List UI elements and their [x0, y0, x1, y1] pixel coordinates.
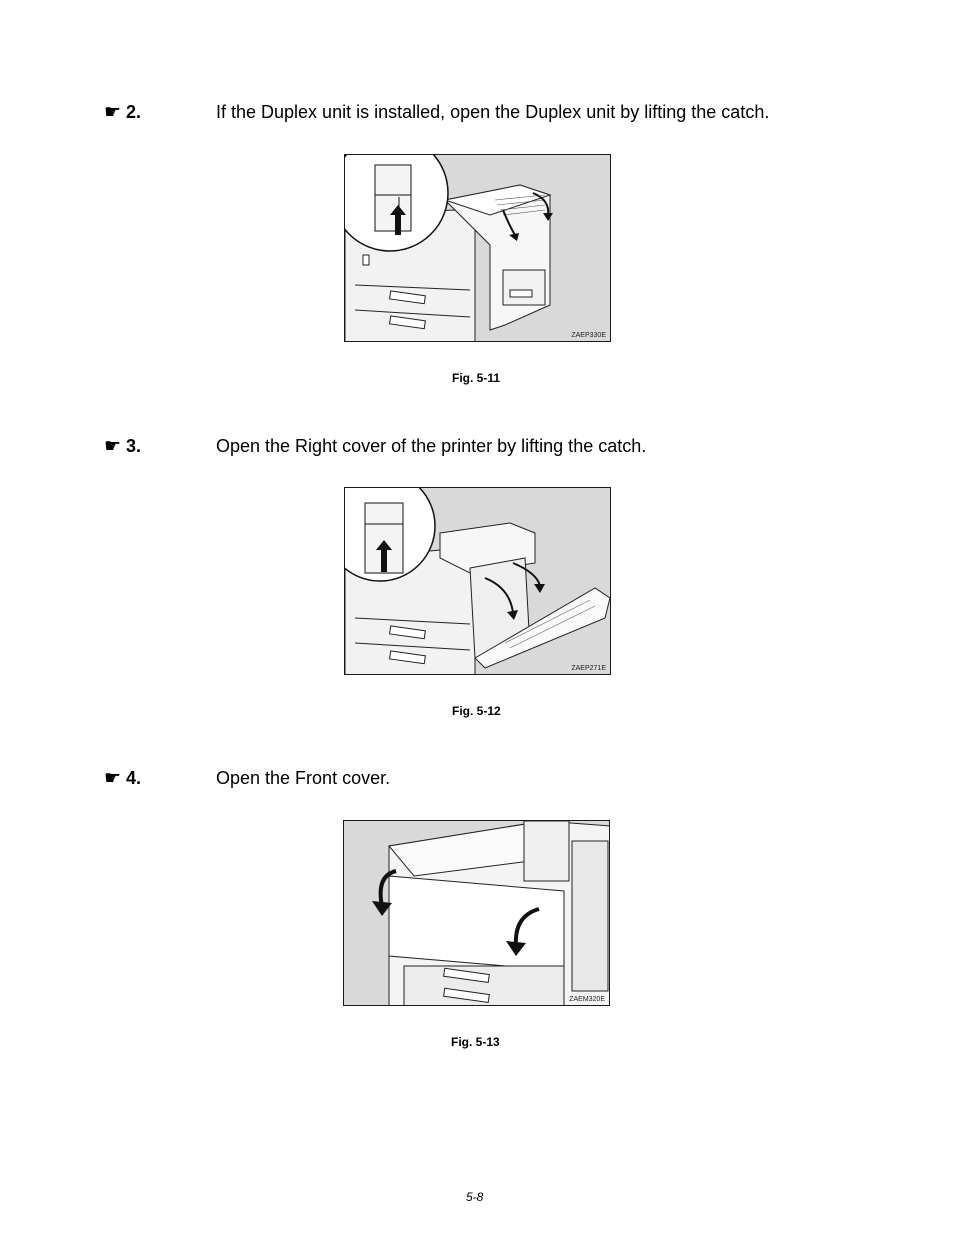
figure-duplex-catch: ZAEP330E [344, 154, 611, 342]
printer-duplex-illustration [345, 155, 553, 341]
step-marker: ☛3. [104, 434, 141, 459]
figure-caption: Fig. 5-13 [451, 1035, 500, 1049]
figure-code: ZAEM320E [569, 996, 605, 1003]
printer-right-cover-illustration [345, 488, 610, 674]
step-marker: ☛4. [104, 766, 141, 791]
figure-front-cover: ZAEM320E [343, 820, 610, 1006]
figure-right-cover-catch: ZAEP271E [344, 487, 611, 675]
pointing-hand-icon: ☛ [104, 768, 122, 789]
step-text: Open the Right cover of the printer by l… [216, 436, 647, 456]
figure-caption: Fig. 5-11 [452, 371, 501, 385]
step-number: 2. [126, 102, 142, 122]
figure-code: ZAEP271E [571, 665, 606, 672]
step-3: ☛3. Open the Right cover of the printer … [104, 434, 864, 458]
step-number: 4. [126, 768, 142, 788]
printer-front-cover-illustration [372, 821, 609, 1005]
step-marker: ☛2. [104, 100, 141, 125]
figure-caption: Fig. 5-12 [452, 704, 501, 718]
step-number: 3. [126, 436, 142, 456]
step-4: ☛4. Open the Front cover. [104, 766, 864, 790]
step-text: Open the Front cover. [216, 768, 391, 788]
pointing-hand-icon: ☛ [104, 102, 122, 123]
figure-code: ZAEP330E [571, 332, 606, 339]
pointing-hand-icon: ☛ [104, 436, 122, 457]
page-number: 5-8 [466, 1190, 484, 1204]
step-text: If the Duplex unit is installed, open th… [216, 102, 770, 122]
step-2: ☛2. If the Duplex unit is installed, ope… [104, 100, 864, 124]
